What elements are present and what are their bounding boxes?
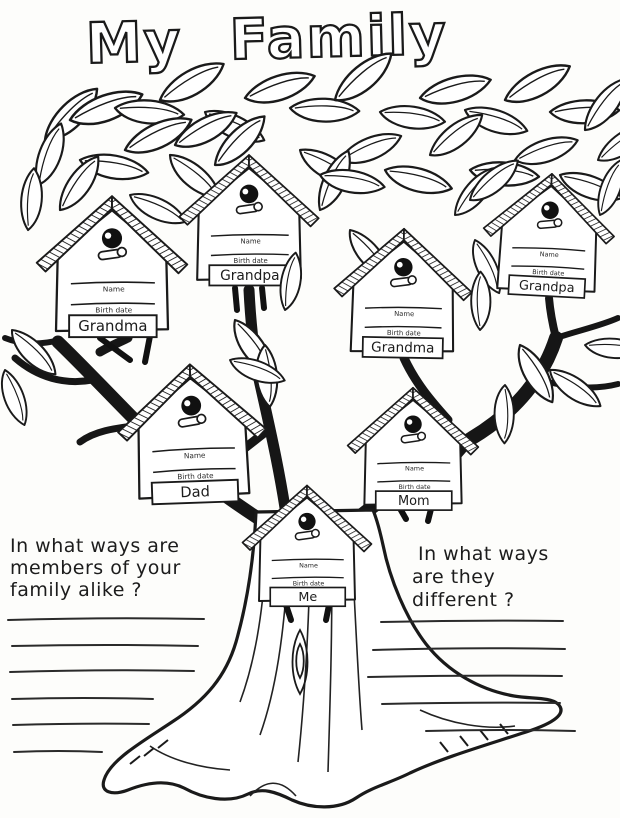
name-caption: Name	[540, 250, 559, 259]
branch	[95, 333, 133, 357]
root-hatching	[129, 723, 509, 765]
question-left-line-3: family alike ?	[10, 579, 142, 601]
question-right-line-2: are they	[412, 566, 495, 588]
birdhouse-mom: Name Birth date Mom	[346, 386, 480, 512]
answer-line[interactable]	[381, 701, 561, 705]
answer-line[interactable]	[9, 669, 195, 673]
name-caption: Name	[405, 465, 424, 473]
birth-date-caption: Birth date	[95, 306, 132, 315]
name-caption: Name	[394, 310, 414, 318]
name-plate-label: Grandma	[371, 339, 435, 356]
name-plate-label: Grandpa	[220, 268, 279, 284]
birdhouse-grandpa-upper-middle: Name Birth date Grandpa	[178, 154, 320, 287]
page-title: My Family	[85, 2, 448, 76]
question-left-line-2: members of your	[10, 557, 181, 579]
name-plate-label: Mom	[398, 494, 430, 509]
name-plate-label: Dad	[180, 483, 210, 501]
birth-date-caption: Birth date	[387, 329, 421, 338]
name-caption: Name	[240, 237, 260, 245]
trunk-knot-icon	[291, 628, 309, 696]
name-plate-label: Grandpa	[519, 278, 575, 296]
answer-line[interactable]	[11, 644, 199, 647]
answer-line[interactable]	[380, 619, 564, 623]
birdhouse-grandma-left: Name Birth date Grandma	[35, 195, 189, 339]
branch	[553, 315, 620, 341]
birth-date-caption: Birth date	[177, 471, 214, 481]
name-caption: Name	[299, 561, 318, 569]
birth-date-caption: Birth date	[398, 483, 430, 491]
question-left: In what ways are members of your family …	[10, 535, 181, 601]
answer-line[interactable]	[12, 722, 150, 726]
question-right-line-1: In what ways	[418, 543, 549, 565]
question-right-line-3: different ?	[412, 589, 515, 611]
birdhouse-grandma-middle: Name Birth date Grandma	[331, 226, 474, 360]
birth-date-caption: Birth date	[532, 268, 565, 278]
name-caption: Name	[103, 285, 125, 294]
birdhouse-grandpa-right: Name Birth date Grandpa	[479, 169, 619, 301]
branch	[11, 354, 96, 386]
name-caption: Name	[184, 451, 206, 461]
answer-lines-right	[367, 619, 576, 732]
name-plate-label: Me	[298, 590, 317, 605]
birdhouse-me: Name Birth date Me	[241, 484, 373, 608]
birth-date-caption: Birth date	[293, 579, 325, 587]
answer-lines-left	[7, 617, 205, 753]
answer-line[interactable]	[425, 729, 576, 732]
name-plate-label: Grandma	[78, 317, 147, 335]
branch	[545, 294, 560, 342]
answer-line[interactable]	[372, 647, 566, 651]
question-left-line-1: In what ways are	[10, 535, 180, 557]
birth-date-caption: Birth date	[234, 257, 268, 265]
answer-line[interactable]	[11, 697, 154, 700]
answer-line[interactable]	[13, 750, 103, 753]
answer-line[interactable]	[7, 617, 205, 621]
question-right: In what ways are they different ?	[412, 543, 549, 611]
answer-line[interactable]	[367, 674, 563, 678]
tree-trunk	[101, 508, 563, 809]
trunk-outline	[101, 508, 563, 809]
birdhouse-dad: Name Birth date Dad	[114, 360, 270, 507]
